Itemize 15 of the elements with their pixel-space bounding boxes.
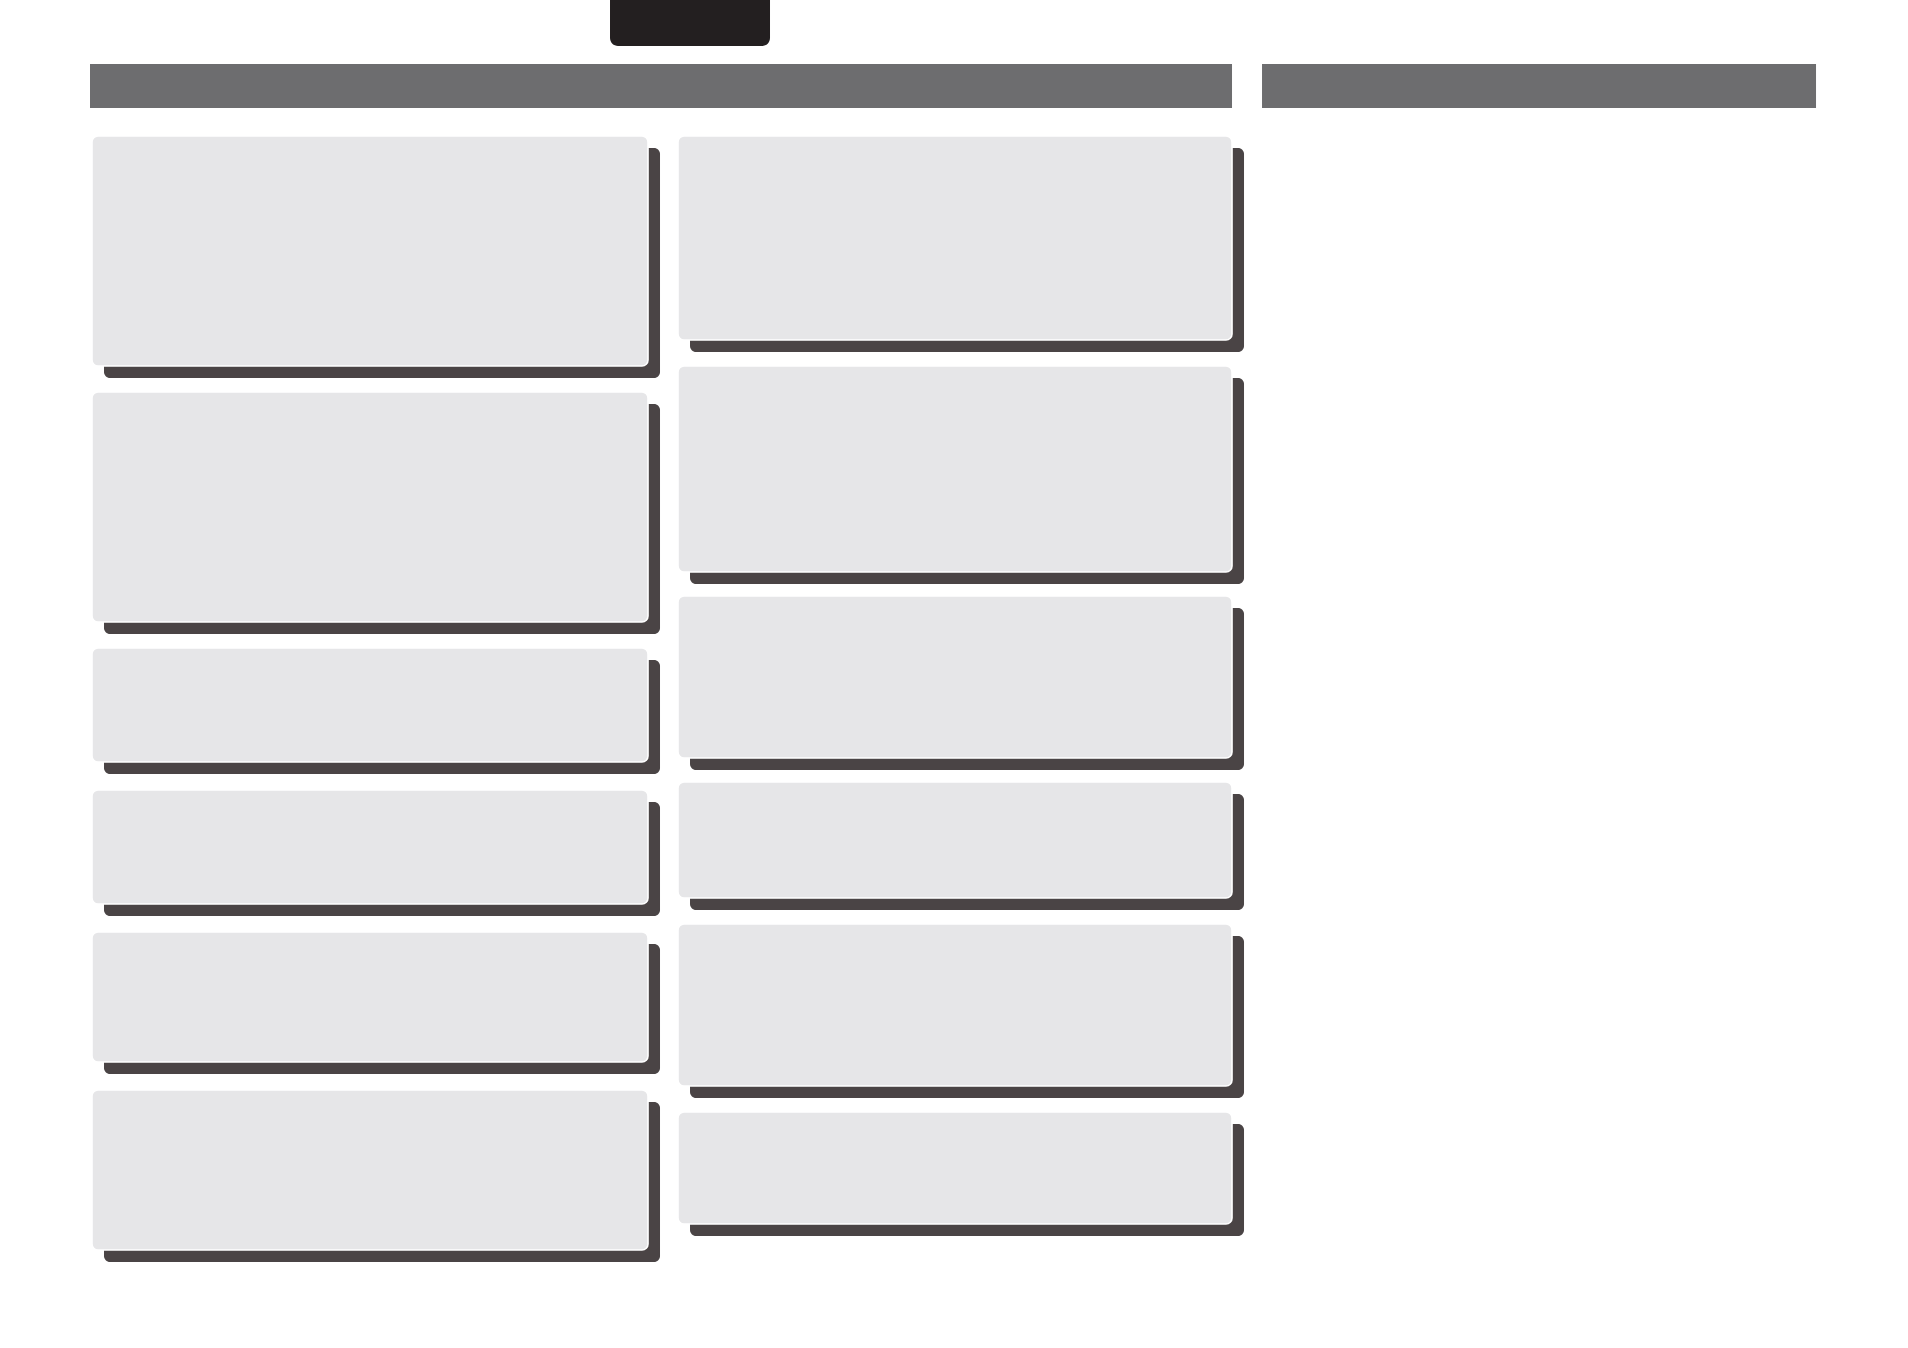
card bbox=[91, 789, 660, 916]
card bbox=[677, 923, 1244, 1098]
card bbox=[91, 391, 660, 634]
card bbox=[677, 365, 1244, 584]
tab bbox=[610, 0, 770, 46]
header-bar bbox=[1262, 64, 1816, 108]
card bbox=[91, 1089, 660, 1262]
card bbox=[91, 135, 660, 378]
card bbox=[677, 135, 1244, 352]
card bbox=[677, 781, 1244, 910]
card bbox=[677, 1111, 1244, 1236]
card bbox=[91, 931, 660, 1074]
card bbox=[91, 647, 660, 774]
card bbox=[677, 595, 1244, 770]
header-bar bbox=[90, 64, 1232, 108]
